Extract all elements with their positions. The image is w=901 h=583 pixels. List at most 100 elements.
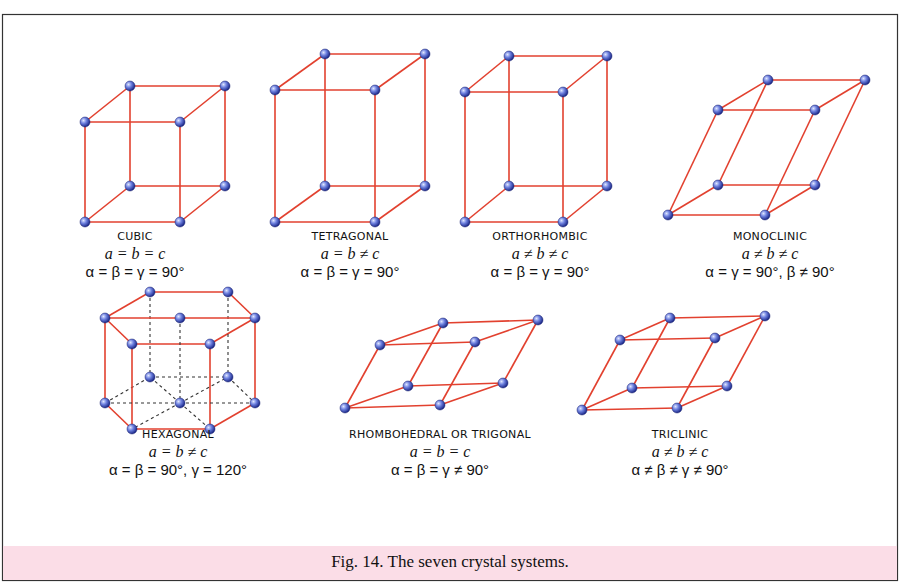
cell-edge [620, 318, 670, 340]
cell-edge [85, 186, 130, 222]
angle-relation: α = β = γ = 90° [86, 263, 185, 280]
cell-edge [345, 386, 408, 408]
prism-edge [131, 344, 133, 429]
axis-relation: a = b = c [410, 443, 471, 461]
axis-relation: a ≠ b ≠ c [652, 443, 709, 461]
cell-edge [408, 323, 443, 386]
cell-edge [129, 86, 131, 186]
lattice-point [270, 85, 280, 95]
cell-edge [718, 184, 815, 186]
cell-edge [180, 186, 225, 222]
cell-edge [715, 316, 765, 338]
lattice-point [145, 372, 155, 382]
cell-edge [408, 383, 503, 386]
angle-relation: α = β = γ ≠ 90° [391, 461, 489, 478]
lattice-point [504, 181, 514, 191]
lattice-point [375, 340, 385, 350]
cell-edge [632, 318, 670, 388]
lattice-point [760, 210, 770, 220]
angle-relation: α = β = γ = 90° [301, 263, 400, 280]
hexagon-edge [105, 318, 132, 344]
lattice-point [220, 181, 230, 191]
cell-edge [345, 405, 440, 408]
lattice-point [175, 217, 185, 227]
cell-edge [718, 80, 768, 110]
cell-edge [465, 91, 563, 93]
hexagon-edge [228, 377, 255, 403]
system-name: ORTHORHOMBIC [492, 231, 587, 244]
lattice-point [80, 117, 90, 127]
lattice-point [127, 339, 137, 349]
cell-edge [668, 110, 718, 215]
cell-edge [380, 323, 443, 345]
hexagon-edge [210, 318, 255, 344]
angle-relation: α = β = 90°, γ = 120° [109, 461, 247, 478]
lattice-point [504, 51, 514, 61]
lattice-point [533, 315, 543, 325]
cell-edge [668, 214, 765, 216]
cell-edge [465, 221, 563, 223]
caption-band [3, 546, 897, 580]
cell-edge [718, 109, 815, 111]
prism-edge [254, 318, 256, 403]
lattice-point [80, 217, 90, 227]
lattice-point [370, 217, 380, 227]
cell-edge [130, 85, 225, 87]
cell-edge [84, 122, 86, 222]
prism-edge [209, 344, 211, 429]
cell-edge [509, 55, 607, 57]
cell-edge [677, 386, 727, 408]
lattice-point [320, 49, 330, 59]
cell-edge [440, 342, 475, 405]
lattice-point [270, 217, 280, 227]
lattice-point [125, 81, 135, 91]
cell-edge [475, 320, 538, 342]
cell-edge [179, 122, 181, 222]
lattice-point [760, 311, 770, 321]
cell-edge [670, 316, 765, 318]
cell-edge [606, 56, 608, 186]
lattice-point [127, 424, 137, 434]
cell-edge [180, 86, 225, 122]
cell-edge [375, 186, 425, 222]
figure-frame [3, 15, 898, 581]
cell-edge [718, 80, 768, 185]
lattice-point [220, 81, 230, 91]
cell-edge [224, 86, 226, 186]
cell-edge [380, 342, 475, 345]
lattice-point [100, 313, 110, 323]
cell-edge [563, 186, 607, 222]
lattice-point [250, 313, 260, 323]
cell-edge [275, 54, 325, 90]
lattice-point [435, 400, 445, 410]
prism-edge [227, 292, 228, 377]
lattice-point [663, 210, 673, 220]
system-name: MONOCLINIC [733, 231, 807, 244]
axis-relation: a ≠ b ≠ c [742, 245, 799, 263]
cell-edge [815, 80, 865, 110]
lattice-point [205, 339, 215, 349]
hexagon-edge [105, 403, 132, 429]
cell-edge [345, 345, 380, 408]
hexagon-edge [150, 291, 228, 293]
lattice-point [250, 398, 260, 408]
lattice-point [713, 105, 723, 115]
cell-edge [85, 86, 130, 122]
lattice-point [125, 181, 135, 191]
system-name: CUBIC [117, 231, 153, 244]
prism-edge [149, 292, 150, 377]
center-line [180, 402, 255, 403]
center-line [180, 403, 210, 429]
cell-edge [274, 90, 276, 222]
lattice-point [420, 49, 430, 59]
angle-relation: α ≠ β ≠ γ ≠ 90° [631, 461, 728, 478]
lattice-point [175, 313, 185, 323]
lattice-point [602, 51, 612, 61]
lattice-point [810, 180, 820, 190]
cell-edge [582, 388, 632, 410]
cell-edge [324, 54, 326, 186]
axis-relation: a = b ≠ c [149, 443, 208, 461]
axis-relation: a = b = c [105, 245, 166, 263]
lattice-point [420, 181, 430, 191]
